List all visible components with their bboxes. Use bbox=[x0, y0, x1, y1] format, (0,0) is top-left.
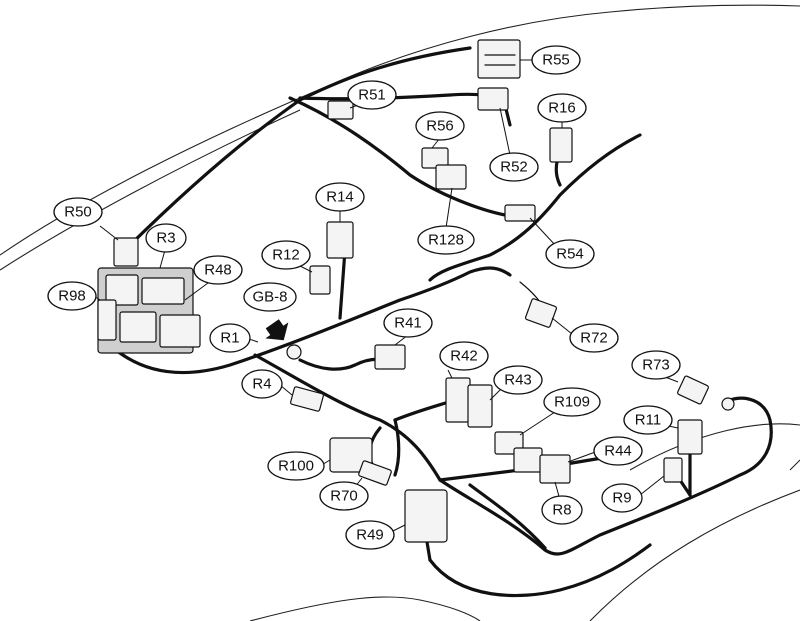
callout-r16: R16 bbox=[537, 93, 587, 123]
label-r128: R128 bbox=[428, 232, 464, 249]
connector-r72 bbox=[524, 298, 558, 328]
label-r9: R9 bbox=[612, 490, 631, 507]
connector-r16 bbox=[549, 127, 573, 163]
label-r4: R4 bbox=[252, 376, 271, 393]
car-body-outline bbox=[0, 4, 800, 621]
label-r42: R42 bbox=[450, 348, 478, 365]
connector-r55 bbox=[477, 39, 521, 79]
callout-r109: R109 bbox=[543, 387, 601, 417]
connector-r70 bbox=[358, 460, 392, 486]
label-r100: R100 bbox=[278, 458, 314, 475]
connector-r42 bbox=[445, 377, 471, 423]
label-r12: R12 bbox=[272, 247, 300, 264]
callout-r8: R8 bbox=[541, 495, 583, 525]
callout-r14: R14 bbox=[315, 182, 365, 212]
label-r14: R14 bbox=[326, 189, 354, 206]
connectors bbox=[97, 39, 735, 543]
arrow-down-icon bbox=[265, 319, 289, 341]
connector-r41 bbox=[374, 344, 406, 370]
connector-r52 bbox=[477, 87, 509, 111]
label-r56: R56 bbox=[426, 118, 454, 135]
connector-r4 bbox=[290, 386, 324, 412]
callout-r72: R72 bbox=[569, 323, 619, 353]
connector-r51 bbox=[327, 100, 354, 120]
connector-r56 bbox=[421, 147, 449, 169]
label-r43: R43 bbox=[504, 372, 532, 389]
callout-r42: R42 bbox=[439, 341, 489, 371]
connector-r44 bbox=[513, 447, 543, 473]
label-r16: R16 bbox=[548, 100, 576, 117]
label-r50: R50 bbox=[64, 204, 92, 221]
label-r49: R49 bbox=[356, 527, 384, 544]
callout-r50: R50 bbox=[53, 197, 103, 227]
callout-r73: R73 bbox=[631, 350, 681, 380]
callout-r44: R44 bbox=[593, 436, 643, 466]
label-r109: R109 bbox=[554, 394, 590, 411]
callout-r98: R98 bbox=[47, 281, 97, 311]
label-r72: R72 bbox=[580, 330, 608, 347]
callout-gb8: GB-8 bbox=[243, 282, 297, 312]
callout-r56: R56 bbox=[415, 111, 465, 141]
connector-r14 bbox=[326, 221, 354, 259]
callout-r43: R43 bbox=[493, 365, 543, 395]
connector-r128 bbox=[435, 164, 467, 190]
label-r51: R51 bbox=[358, 87, 386, 104]
label-r3: R3 bbox=[156, 230, 175, 247]
callout-r9: R9 bbox=[601, 483, 643, 513]
label-r98: R98 bbox=[58, 288, 86, 305]
callout-r1: R1 bbox=[209, 323, 251, 353]
connector-r9 bbox=[663, 457, 683, 483]
label-r70: R70 bbox=[330, 488, 358, 505]
connector-r50 bbox=[113, 237, 139, 267]
connector-r54 bbox=[504, 204, 536, 222]
label-r11: R11 bbox=[635, 412, 661, 429]
callout-r52: R52 bbox=[489, 152, 539, 182]
label-r73: R73 bbox=[642, 357, 670, 374]
callout-r41: R41 bbox=[383, 308, 433, 338]
label-gb8: GB-8 bbox=[252, 289, 287, 306]
label-r1: R1 bbox=[220, 330, 239, 347]
connector-r11 bbox=[677, 419, 703, 455]
callout-r49: R49 bbox=[345, 520, 395, 550]
connector-r100 bbox=[329, 437, 373, 473]
connector-r12 bbox=[309, 265, 331, 295]
label-r44: R44 bbox=[604, 443, 632, 460]
callout-r70: R70 bbox=[319, 481, 369, 511]
label-r8: R8 bbox=[552, 502, 571, 519]
callout-r12: R12 bbox=[261, 240, 311, 270]
connector-r49 bbox=[404, 489, 448, 543]
callout-r55: R55 bbox=[531, 45, 581, 75]
label-r54: R54 bbox=[556, 246, 584, 263]
callout-r54: R54 bbox=[545, 239, 595, 269]
connector-r43 bbox=[467, 384, 493, 428]
connector-r8 bbox=[539, 454, 571, 484]
callout-r48: R48 bbox=[193, 255, 243, 285]
label-r48: R48 bbox=[204, 262, 232, 279]
callout-r128: R128 bbox=[417, 225, 475, 255]
junction-block bbox=[97, 267, 201, 354]
callout-r4: R4 bbox=[241, 369, 283, 399]
connector-r73 bbox=[677, 375, 709, 405]
ground-point-gb8 bbox=[286, 344, 302, 360]
callout-r3: R3 bbox=[145, 223, 187, 253]
label-r52: R52 bbox=[500, 159, 528, 176]
callout-r11: R11 bbox=[623, 405, 673, 435]
label-r41: R41 bbox=[394, 315, 422, 332]
callout-r100: R100 bbox=[267, 451, 325, 481]
label-r55: R55 bbox=[542, 52, 570, 69]
callout-r51: R51 bbox=[347, 80, 397, 110]
